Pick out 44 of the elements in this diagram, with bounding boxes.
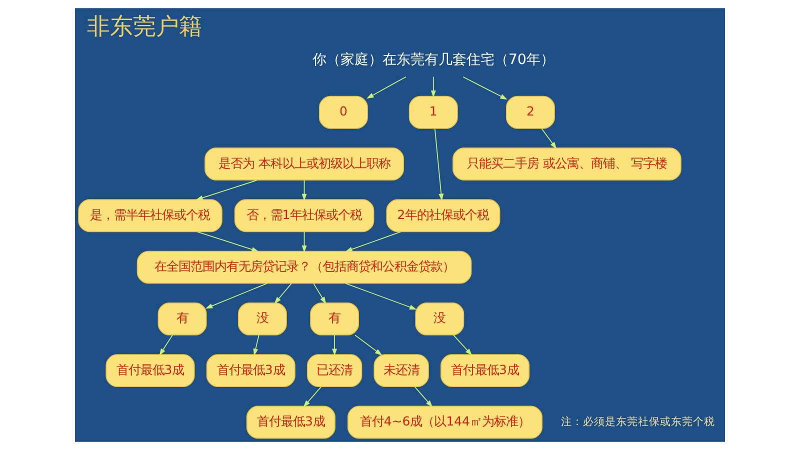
arrow	[302, 231, 307, 253]
node-box: 0	[318, 96, 368, 129]
node-box: 在全国范围内有无房贷记录？（包括商贷和公积金贷款）	[136, 250, 472, 284]
node-box: 是，需半年社保或个税	[78, 199, 222, 232]
arrow	[345, 231, 402, 252]
node-box: 首付4~6成（以144㎡为标准）	[347, 406, 542, 439]
arrow	[313, 282, 326, 304]
arrow	[303, 386, 322, 408]
node-box: 2年的社保或个税	[386, 199, 500, 232]
arrow	[462, 76, 508, 100]
label: 注：必须是东莞社保或东莞个税	[561, 414, 716, 428]
node-text: 你（家庭）在东莞有几套住宅（70年）	[312, 52, 554, 68]
node-box: 有	[158, 302, 207, 336]
arrow	[354, 334, 382, 356]
node-box: 1	[408, 96, 458, 129]
arrow	[253, 334, 260, 356]
arrow	[345, 282, 417, 310]
arrow	[414, 386, 433, 408]
arrow	[302, 180, 307, 201]
node-box: 没	[238, 302, 287, 336]
arrow	[434, 128, 444, 201]
node-box: 是否为 本科以上或初级以上职称	[204, 148, 404, 180]
arrow	[205, 282, 268, 309]
arrow	[453, 334, 472, 356]
node-box: 未还清	[374, 354, 429, 388]
arrow	[274, 282, 292, 304]
arrow	[332, 334, 338, 356]
node-box: 只能买二手房 或公寓、商铺、 写字楼	[452, 148, 682, 180]
node-box: 首付最低3成	[440, 354, 530, 388]
node-box: 已还清	[306, 354, 362, 388]
arrow	[366, 76, 406, 99]
node-box: 首付最低3成	[246, 406, 336, 439]
arrow	[196, 231, 259, 252]
arrow	[196, 180, 258, 200]
node-box: 有	[310, 302, 360, 336]
node-box: 没	[415, 302, 464, 336]
node-box: 否，需1年社保或个税	[234, 199, 374, 232]
node-box: 首付最低3成	[206, 354, 296, 388]
arrow	[159, 334, 173, 356]
node-box: 2	[506, 96, 555, 129]
arrow	[541, 128, 557, 150]
node-box: 首付最低3成	[106, 354, 195, 388]
arrow	[430, 76, 436, 98]
diagram-title: 非东莞户籍	[86, 14, 202, 40]
